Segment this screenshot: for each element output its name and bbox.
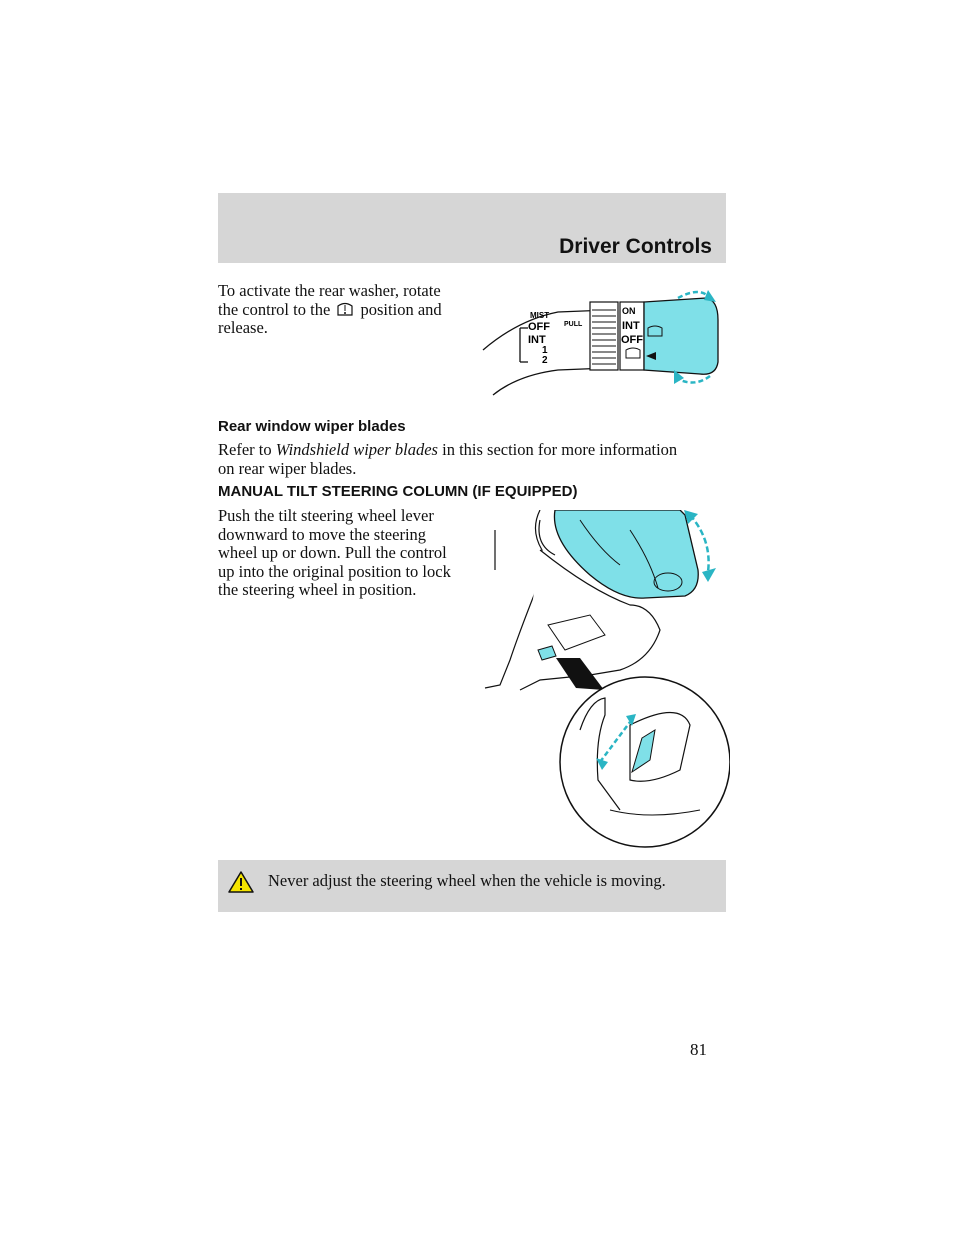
washer-line-2b: position and: [356, 299, 442, 319]
washer-line-1: To activate the rear washer, rotate: [218, 281, 441, 300]
washer-line-3: release.: [218, 318, 268, 338]
section-title: Driver Controls: [559, 235, 712, 258]
header-band: Driver Controls: [218, 193, 726, 263]
rear-washer-icon: [337, 302, 353, 316]
tilt-line-3: wheel up or down. Pull the control: [218, 543, 447, 563]
stalk-label-2: 2: [542, 355, 548, 366]
stalk-label-int: INT: [528, 334, 546, 346]
steering-column-illustration: [484, 510, 730, 848]
stalk-label-mist: MIST: [530, 311, 549, 320]
tilt-paragraph: Push the tilt steering wheel lever downw…: [218, 506, 451, 600]
wiper-stalk-illustration: MIST OFF INT 1 2 PULL ON INT OFF: [482, 290, 719, 396]
warning-triangle-icon: [228, 871, 254, 893]
stalk-label-pull: PULL: [564, 321, 583, 328]
page-number: 81: [690, 1040, 707, 1059]
rear-washer-icon: [625, 347, 641, 359]
stalk-label-right-int: INT: [622, 320, 640, 332]
stalk-label-right-off: OFF: [621, 334, 643, 346]
tilt-line-2: downward to move the steering: [218, 524, 427, 544]
rear-wiper-icon: [647, 325, 663, 337]
tilt-line-5: the steering wheel in position.: [218, 580, 417, 600]
stalk-label-on: ON: [622, 306, 636, 316]
washer-paragraph: To activate the rear washer, rotate the …: [218, 281, 442, 338]
warning-box: Never adjust the steering wheel when the…: [218, 860, 726, 912]
wiper-blades-line-1a: Refer to: [218, 440, 276, 459]
wiper-blades-line-2: on rear wiper blades.: [218, 458, 357, 478]
tilt-line-1: Push the tilt steering wheel lever: [218, 506, 434, 525]
stalk-label-off: OFF: [528, 321, 550, 333]
washer-line-2a: the control to the: [218, 299, 331, 319]
wiper-blades-link-text: Windshield wiper blades: [275, 440, 438, 459]
tilt-line-4: up into the original position to lock: [218, 561, 451, 581]
tilt-heading: MANUAL TILT STEERING COLUMN (IF EQUIPPED…: [218, 483, 578, 500]
wiper-blades-heading: Rear window wiper blades: [218, 418, 406, 435]
stalk-label-1: 1: [542, 345, 548, 356]
warning-text: Never adjust the steering wheel when the…: [268, 871, 666, 890]
wiper-blades-line-1b: in this section for more information: [437, 440, 678, 459]
wiper-blades-paragraph: Refer to Windshield wiper blades in this…: [218, 440, 678, 478]
